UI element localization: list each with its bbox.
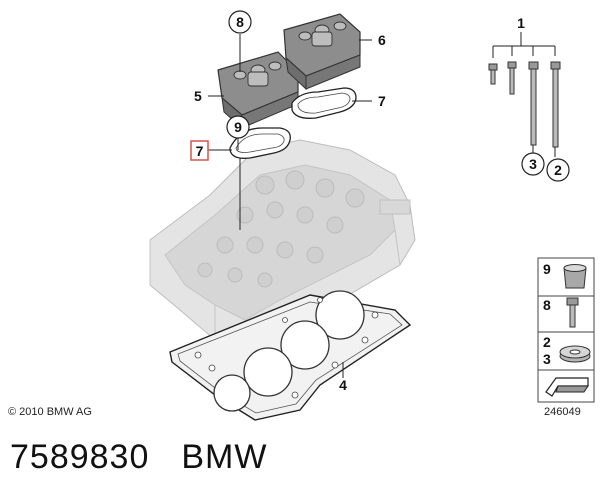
callout-9: 9 — [226, 115, 250, 139]
cover-part-6 — [283, 13, 361, 91]
copyright-text: © 2010 BMW AG — [8, 406, 92, 418]
legend-panel: 9 8 2 3 — [537, 257, 595, 403]
callout-7-upper: 7 — [378, 93, 386, 109]
cover-part-5 — [217, 51, 299, 130]
legend-label-8: 8 — [543, 297, 551, 313]
svg-text:8: 8 — [236, 14, 244, 30]
svg-text:3: 3 — [529, 156, 537, 172]
svg-text:6: 6 — [378, 32, 386, 48]
bolt-icon — [566, 297, 579, 328]
callout-8: 8 — [228, 10, 252, 34]
direction-arrow-icon — [545, 377, 589, 397]
callout-2: 2 — [546, 158, 570, 182]
svg-text:9: 9 — [234, 119, 242, 135]
part-number-caption: 7589830 BMW — [10, 438, 299, 477]
callout-1: 1 — [517, 15, 525, 31]
brand-name: BMW — [181, 438, 268, 476]
diagram-id: 246049 — [544, 406, 581, 418]
svg-text:7: 7 — [378, 93, 386, 109]
leader-lines — [208, 34, 372, 378]
svg-text:1: 1 — [517, 15, 525, 31]
washer-icon — [559, 345, 591, 363]
callout-5: 5 — [194, 88, 202, 104]
part-number: 7589830 — [10, 438, 150, 476]
svg-text:5: 5 — [194, 88, 202, 104]
bolts-group — [488, 61, 561, 148]
legend-label-9: 9 — [543, 261, 551, 277]
svg-text:4: 4 — [339, 377, 347, 393]
callout-3: 3 — [521, 152, 545, 176]
callout-4: 4 — [339, 377, 347, 393]
svg-text:7: 7 — [196, 143, 204, 159]
bolts-bracket — [492, 32, 556, 157]
bushing-icon — [563, 264, 587, 289]
legend-label-2: 2 — [543, 334, 551, 350]
callout-6: 6 — [378, 32, 386, 48]
head-gasket — [169, 290, 412, 421]
legend-label-3: 3 — [543, 351, 551, 367]
svg-text:2: 2 — [554, 162, 562, 178]
cylinder-head — [149, 139, 416, 356]
callout-7-lower-highlighted: 7 — [190, 140, 209, 161]
gasket-7-upper — [291, 87, 357, 119]
